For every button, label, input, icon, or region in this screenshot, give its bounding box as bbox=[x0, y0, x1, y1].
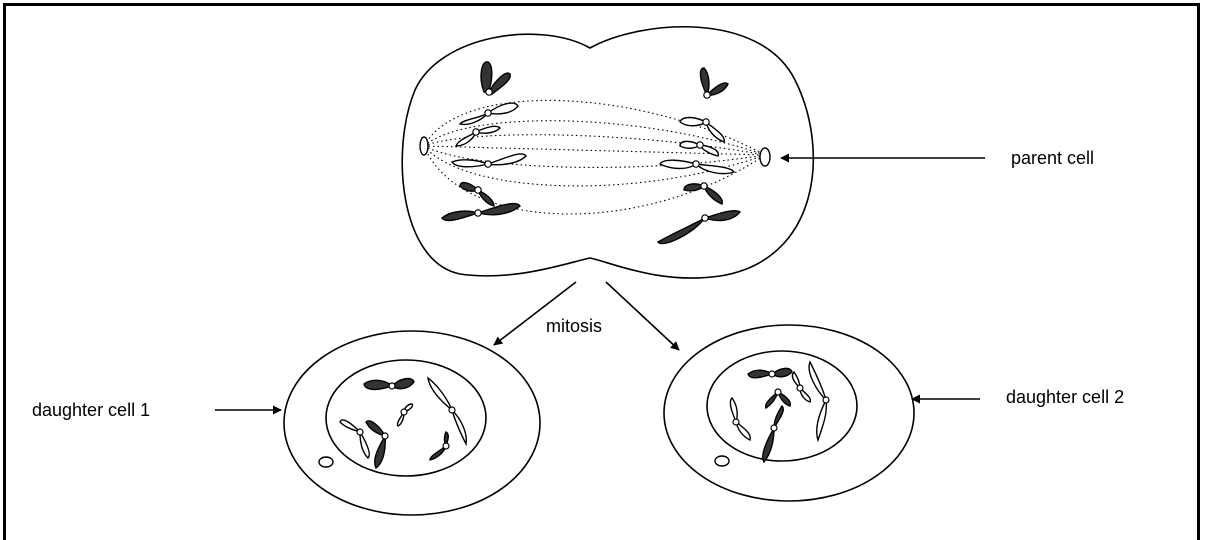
daughter-cell-1-membrane bbox=[284, 331, 540, 515]
daughter-cell-2-centriole bbox=[715, 456, 729, 466]
daughter-cell-1-nucleus bbox=[326, 360, 486, 476]
daughter-cell-1-centriole bbox=[319, 457, 333, 467]
centromeres-right bbox=[693, 92, 710, 221]
parent-cell bbox=[402, 27, 813, 278]
daughter-cell-1-chromosomes bbox=[340, 378, 466, 468]
daughter-cell-2-label: daughter cell 2 bbox=[1006, 388, 1124, 406]
chromosomes-right bbox=[658, 68, 740, 244]
parent-cell-label: parent cell bbox=[1011, 149, 1094, 167]
arrows bbox=[215, 158, 985, 410]
mitosis-label: mitosis bbox=[546, 317, 602, 335]
daughter-cell-1-label: daughter cell 1 bbox=[32, 401, 150, 419]
daughter-cell-1 bbox=[284, 331, 540, 515]
mitosis-arrow-right bbox=[606, 282, 679, 350]
centriole-left bbox=[420, 137, 428, 155]
chromosomes-left bbox=[442, 62, 526, 221]
daughter-cell-2-chromosomes bbox=[730, 362, 826, 462]
daughter-cell-2 bbox=[664, 325, 914, 501]
centriole-right bbox=[760, 148, 770, 166]
